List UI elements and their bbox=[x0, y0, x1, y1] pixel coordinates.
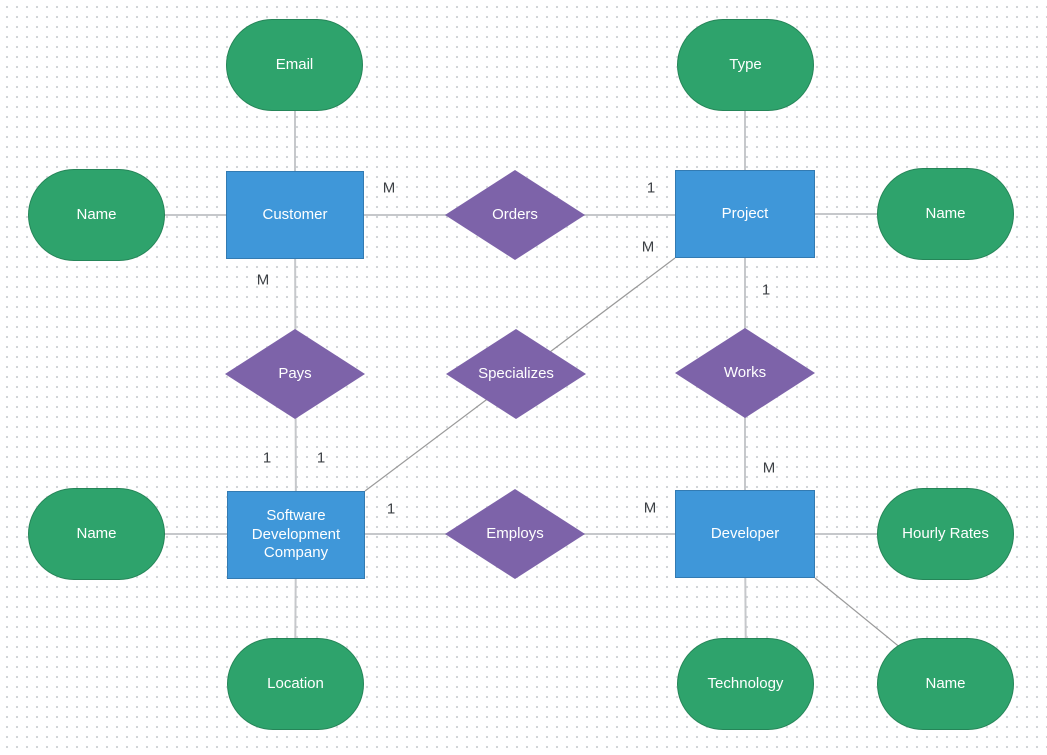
relationship-pays-label: Pays bbox=[278, 364, 312, 382]
attribute-email-label: Email bbox=[275, 55, 314, 73]
attribute-developer-name[interactable]: Name bbox=[877, 638, 1014, 730]
attribute-technology-label: Technology bbox=[707, 674, 784, 692]
cardinality-pays-sdc[interactable]: 1 bbox=[262, 449, 272, 467]
attribute-type[interactable]: Type bbox=[677, 19, 814, 111]
attribute-hourly-rates[interactable]: Hourly Rates bbox=[877, 488, 1014, 580]
entity-software-development-company-label: Software Development Company bbox=[251, 506, 341, 562]
attribute-project-name-label: Name bbox=[925, 204, 966, 222]
entity-software-development-company[interactable]: Software Development Company bbox=[227, 491, 365, 579]
cardinality-project-specializes[interactable]: M bbox=[641, 238, 655, 256]
cardinality-sdc-employs[interactable]: 1 bbox=[386, 500, 396, 518]
entity-developer[interactable]: Developer bbox=[675, 490, 815, 578]
entity-developer-label: Developer bbox=[710, 524, 780, 542]
cardinality-customer-pays[interactable]: M bbox=[256, 271, 270, 289]
cardinality-works-developer[interactable]: M bbox=[762, 459, 776, 477]
attribute-type-label: Type bbox=[729, 55, 762, 73]
relationship-orders-label: Orders bbox=[492, 205, 538, 223]
cardinality-project-works[interactable]: 1 bbox=[761, 281, 771, 299]
relationship-specializes-label: Specializes bbox=[478, 364, 554, 382]
attribute-location[interactable]: Location bbox=[227, 638, 364, 730]
attribute-project-name[interactable]: Name bbox=[877, 168, 1014, 260]
relationship-works-label: Works bbox=[723, 363, 767, 381]
attribute-customer-name[interactable]: Name bbox=[28, 169, 165, 261]
entity-customer[interactable]: Customer bbox=[226, 171, 364, 259]
cardinality-employs-developer[interactable]: M bbox=[643, 499, 657, 517]
relationship-employs-label: Employs bbox=[486, 524, 544, 542]
cardinality-customer-orders[interactable]: M bbox=[382, 179, 396, 197]
attribute-hourly-rates-label: Hourly Rates bbox=[902, 524, 989, 542]
attribute-sdc-name[interactable]: Name bbox=[28, 488, 165, 580]
attribute-sdc-name-label: Name bbox=[76, 524, 117, 542]
cardinality-specializes-sdc[interactable]: 1 bbox=[316, 449, 326, 467]
attribute-location-label: Location bbox=[267, 674, 324, 692]
attribute-customer-name-label: Name bbox=[76, 205, 117, 223]
attribute-email[interactable]: Email bbox=[226, 19, 363, 111]
attribute-technology[interactable]: Technology bbox=[677, 638, 814, 730]
entity-customer-label: Customer bbox=[262, 205, 328, 223]
entity-project[interactable]: Project bbox=[675, 170, 815, 258]
cardinality-orders-project[interactable]: 1 bbox=[646, 179, 656, 197]
entity-project-label: Project bbox=[721, 204, 769, 222]
attribute-developer-name-label: Name bbox=[925, 674, 966, 692]
